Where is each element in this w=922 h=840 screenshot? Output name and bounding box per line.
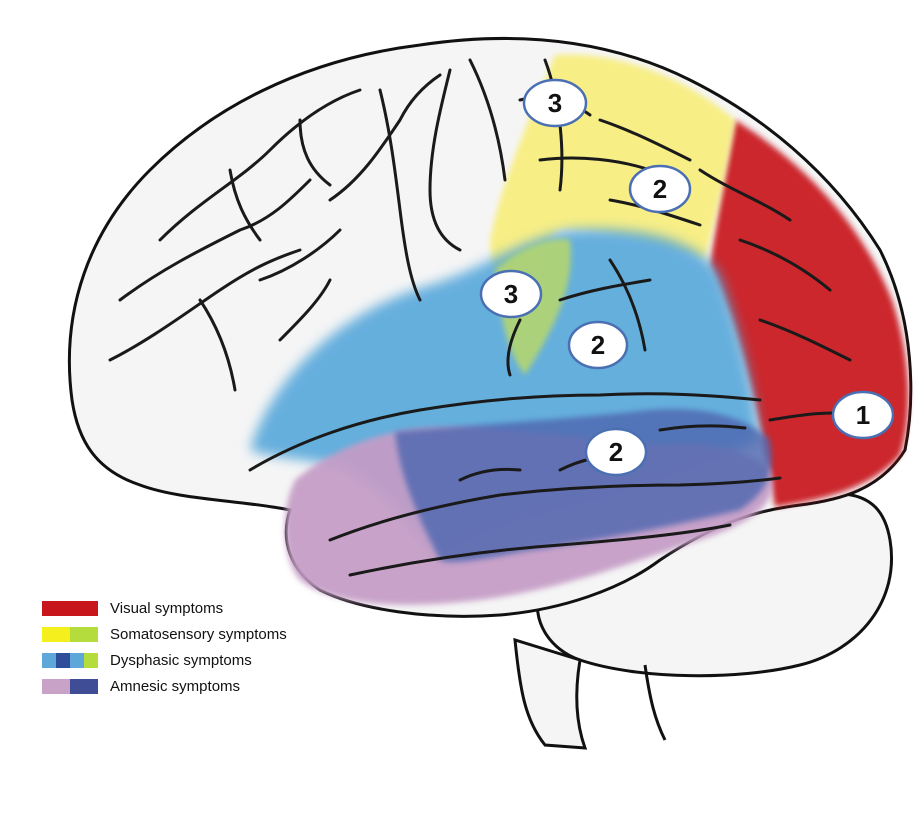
- legend-row-visual: Visual symptoms: [42, 597, 372, 619]
- legend-swatch-segment: [42, 679, 70, 694]
- legend-swatch-segment: [56, 653, 70, 668]
- legend-label-visual: Visual symptoms: [110, 600, 223, 617]
- legend-swatch-segment: [70, 679, 98, 694]
- legend-swatch-segment: [84, 653, 98, 668]
- marker-3-top-label: 3: [548, 88, 562, 118]
- marker-1-label: 1: [856, 400, 870, 430]
- legend-label-dysphasic: Dysphasic symptoms: [110, 652, 252, 669]
- legend-swatch-segment: [42, 627, 70, 642]
- legend-swatch-segment: [70, 653, 84, 668]
- marker-2-lower: 2: [586, 429, 646, 475]
- legend-row-amnesic: Amnesic symptoms: [42, 675, 372, 697]
- legend-swatch-segment: [42, 601, 98, 616]
- marker-3-middle: 3: [481, 271, 541, 317]
- legend-swatch-amnesic: [42, 679, 98, 694]
- marker-2-middle-label: 2: [591, 330, 605, 360]
- legend-label-somatosensory: Somatosensory symptoms: [110, 626, 287, 643]
- legend-swatch-somatosensory: [42, 627, 98, 642]
- legend-row-somatosensory: Somatosensory symptoms: [42, 623, 372, 645]
- legend-swatch-visual: [42, 601, 98, 616]
- marker-1: 1: [833, 392, 893, 438]
- marker-2-top: 2: [630, 166, 690, 212]
- legend: Visual symptoms Somatosensory symptoms D…: [42, 597, 372, 701]
- marker-2-top-label: 2: [653, 174, 667, 204]
- legend-label-amnesic: Amnesic symptoms: [110, 678, 240, 695]
- brainstem-shape-2: [645, 665, 665, 740]
- marker-2-middle: 2: [569, 322, 627, 368]
- marker-3-top: 3: [524, 80, 586, 126]
- marker-3-middle-label: 3: [504, 279, 518, 309]
- marker-2-lower-label: 2: [609, 437, 623, 467]
- legend-swatch-segment: [70, 627, 98, 642]
- legend-swatch-dysphasic: [42, 653, 98, 668]
- legend-row-dysphasic: Dysphasic symptoms: [42, 649, 372, 671]
- legend-swatch-segment: [42, 653, 56, 668]
